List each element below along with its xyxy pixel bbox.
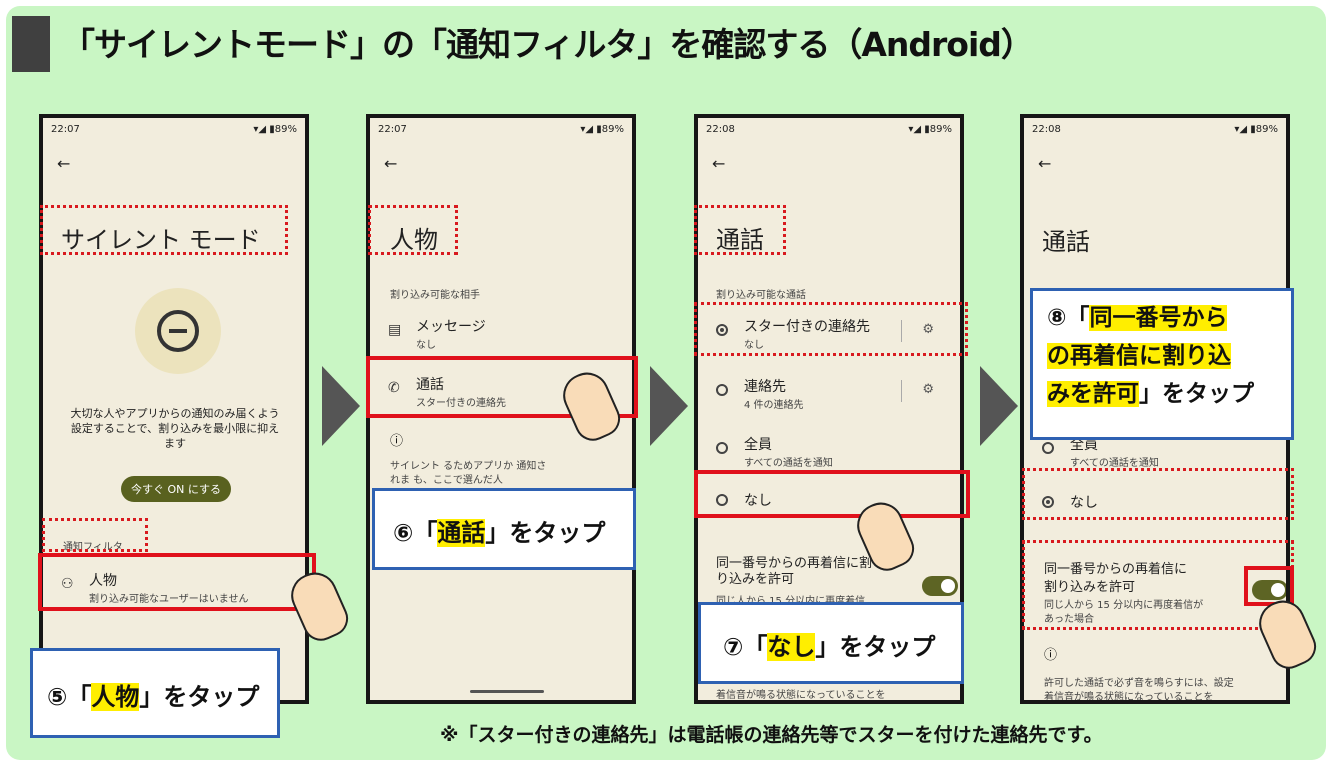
back-arrow-icon[interactable]: ← [57, 154, 71, 173]
repeat-callers-title: 同一番号からの再着信に割り込みを許可 [716, 556, 873, 587]
option-desc: すべての通話を通知 [1070, 458, 1159, 469]
repeat-callers-toggle[interactable] [922, 576, 958, 596]
radio-contacts[interactable] [716, 384, 728, 396]
status-battery: ▾◢ ▮89% [1234, 124, 1278, 135]
callout-step-8: ⑧「同一番号から の再着信に割り込 みを許可」をタップ [1030, 288, 1294, 440]
screen-heading: 人物 [390, 226, 438, 254]
phone-screen-1: 22:07 ▾◢ ▮89% ← サイレント モード 大切な人やアプリからの通知の… [39, 114, 309, 704]
screen-heading: サイレント モード [61, 226, 261, 254]
option-title: スター付きの連絡先 [744, 319, 870, 335]
status-time: 22:08 [706, 124, 735, 135]
radio-everyone[interactable] [716, 442, 728, 454]
option-contacts[interactable]: 連絡先 4 件の連絡先 ⚙ [698, 368, 960, 414]
option-desc: 4 件の連絡先 [744, 400, 804, 411]
footer-text-2: 着信音が鳴る状態になっていることを [1044, 692, 1214, 703]
people-icon: ⚇ [61, 576, 74, 592]
calls-desc: スター付きの連絡先 [416, 398, 506, 409]
section-highlight-box [42, 518, 148, 552]
callout-step-5: ⑤「人物」をタップ [30, 648, 280, 738]
screen-heading: 通話 [1042, 228, 1090, 256]
option-desc: すべての通話を通知 [744, 458, 833, 469]
back-arrow-icon[interactable]: ← [712, 154, 726, 173]
gear-icon[interactable]: ⚙ [922, 322, 934, 337]
screen-heading: 通話 [716, 226, 764, 254]
notification-filter-section: 通知フィルタ [63, 542, 123, 553]
heading-highlight-box [40, 205, 288, 255]
people-desc: 割り込み可能なユーザーはいません [89, 594, 249, 605]
divider [901, 320, 902, 342]
option-title: 全員 [744, 437, 772, 453]
turn-on-now-button[interactable]: 今すぐ ON にする [121, 476, 231, 502]
option-title: 全員 [1070, 437, 1098, 453]
option-none[interactable]: なし [1024, 482, 1286, 522]
next-step-arrow-2 [650, 366, 688, 446]
gear-icon[interactable]: ⚙ [922, 382, 934, 397]
status-battery: ▾◢ ▮89% [908, 124, 952, 135]
dnd-badge [135, 288, 221, 374]
repeat-callers-desc: 同じ人から 15 分以内に再度着信 [716, 592, 865, 607]
status-time: 22:07 [378, 124, 407, 135]
divider [901, 380, 902, 402]
callout-step-6: ⑥「通話」をタップ [372, 488, 636, 570]
heading-highlight-box [694, 205, 786, 255]
next-step-arrow-1 [322, 366, 360, 446]
footer-text-1: 許可した通話で必ず音を鳴らすには、設定 [1044, 678, 1234, 689]
option-title: なし [1070, 495, 1098, 511]
messages-row[interactable]: ▤ メッセージ なし [370, 308, 632, 354]
info-icon: ⓘ [390, 434, 404, 449]
option-everyone[interactable]: 全員 すべての通話を通知 [698, 426, 960, 472]
messages-title: メッセージ [416, 319, 486, 335]
option-desc: なし [744, 340, 764, 351]
people-title: 人物 [89, 573, 117, 589]
radio-starred[interactable] [716, 324, 728, 336]
calls-title: 通話 [416, 377, 444, 393]
option-title: なし [744, 493, 772, 509]
people-row-highlight [38, 553, 316, 611]
callout-step-7: ⑦「なし」をタップ [698, 602, 964, 684]
radio-none[interactable] [1042, 496, 1054, 508]
messages-desc: なし [416, 340, 436, 351]
option-starred[interactable]: スター付きの連絡先 なし ⚙ [698, 308, 960, 354]
status-time: 22:07 [51, 124, 80, 135]
repeat-callers-desc-1: 同じ人から 15 分以内に再度着信が [1044, 600, 1204, 611]
radio-everyone[interactable] [1042, 442, 1054, 454]
back-arrow-icon[interactable]: ← [384, 154, 398, 173]
radio-none[interactable] [716, 494, 728, 506]
back-arrow-icon[interactable]: ← [1038, 154, 1052, 173]
dnd-icon [157, 310, 199, 352]
section-label: 割り込み可能な相手 [390, 290, 480, 301]
status-time: 22:08 [1032, 124, 1061, 135]
message-icon: ▤ [388, 322, 402, 338]
calls-row[interactable]: ✆ 通話 スター付きの連絡先 [370, 366, 632, 412]
heading-highlight-box [368, 205, 458, 255]
phone-icon: ✆ [388, 380, 400, 396]
people-row[interactable]: ⚇ 人物 割り込み可能なユーザーはいません [43, 558, 305, 610]
status-battery: ▾◢ ▮89% [253, 124, 297, 135]
option-everyone[interactable]: 全員 すべての通話を通知 [1024, 426, 1286, 472]
page-title: 「サイレントモード」の「通知フィルタ」を確認する（Android） [62, 25, 1034, 64]
footer-text: 着信音が鳴る状態になっていることを [716, 690, 886, 701]
next-step-arrow-3 [980, 366, 1018, 446]
repeat-callers-desc-2: あった場合 [1044, 614, 1094, 625]
repeat-callers-toggle[interactable] [1252, 580, 1286, 600]
repeat-callers-title-1: 同一番号からの再着信に [1044, 562, 1188, 577]
section-label: 割り込み可能な通話 [716, 290, 806, 301]
none-option-highlight [694, 470, 970, 518]
footnote: ※「スター付きの連絡先」は電話帳の連絡先等でスターを付けた連絡先です。 [440, 724, 1103, 746]
dnd-description: 大切な人やアプリからの通知のみ届くよう設定することで、割り込みを最小限に抑えます [70, 407, 280, 450]
info-icon: ⓘ [1044, 648, 1058, 663]
option-title: 連絡先 [744, 379, 786, 395]
title-accent-bar [12, 16, 50, 72]
option-none[interactable]: なし [698, 480, 960, 520]
status-battery: ▾◢ ▮89% [580, 124, 624, 135]
repeat-callers-title-2: 割り込みを許可 [1044, 580, 1136, 595]
none-highlight-box [1022, 468, 1294, 520]
calls-row-highlight [366, 356, 638, 418]
starred-highlight-box [694, 302, 968, 356]
nav-handle [470, 690, 544, 693]
info-text: サイレント るためアプリか 通知されま も、ここで選んだ人 [390, 461, 547, 486]
